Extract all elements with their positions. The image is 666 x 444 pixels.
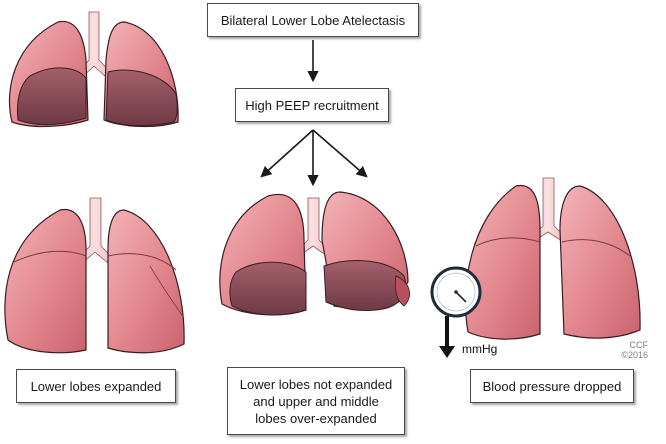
- right-fissure: [107, 253, 177, 271]
- left-fissure: [475, 237, 541, 247]
- down-arrow-icon: [439, 346, 455, 358]
- left-lung: [464, 185, 541, 340]
- arrow-to-left: [260, 129, 314, 178]
- left-fissure: [13, 250, 87, 263]
- right-lung-lower-collapsed: [105, 69, 178, 127]
- outcome-center-line-2: and upper and middle: [253, 393, 379, 409]
- outcome-right-label: Blood pressure dropped: [482, 378, 622, 394]
- outcome-center-box: Lower lobes not expanded and upper and m…: [227, 367, 405, 435]
- credit-mark: CCF ©2016: [608, 340, 648, 360]
- credit-line-1: CCF: [629, 340, 649, 350]
- lungs-overexpanded-center: [219, 191, 410, 316]
- right-lung: [559, 185, 641, 339]
- flow-arrows: [260, 40, 368, 187]
- middle-box: High PEEP recruitment: [235, 88, 389, 122]
- right-fissure-2: [149, 265, 185, 319]
- right-lung-lobe-tip: [394, 275, 410, 307]
- middle-box-label: High PEEP recruitment: [245, 97, 379, 113]
- outcome-right-box: Blood pressure dropped: [470, 369, 634, 403]
- right-lung: [107, 209, 185, 354]
- lungs-expanded-left: [4, 197, 185, 354]
- gauge-unit-label: mmHg: [462, 342, 498, 356]
- right-fissure: [561, 239, 631, 257]
- left-lung-lower-collapsed: [17, 67, 87, 125]
- left-lung: [4, 208, 87, 354]
- top-box: Bilateral Lower Lobe Atelectasis: [207, 3, 419, 37]
- arrow-to-right: [312, 129, 368, 178]
- left-lung-lower-collapsed: [229, 261, 307, 316]
- lungs-atelectasis-top: [8, 11, 179, 128]
- outcome-center-line-3: lobes over-expanded: [255, 410, 377, 426]
- lungs-hyperinflated-right: [464, 177, 641, 340]
- pressure-gauge-icon: [430, 266, 482, 358]
- outcome-left-box: Lower lobes expanded: [16, 369, 176, 403]
- outcome-center-line-1: Lower lobes not expanded: [239, 376, 393, 392]
- right-lung-lower-collapsed: [323, 260, 406, 311]
- credit-line-2: ©2016: [621, 350, 648, 360]
- outcome-left-label: Lower lobes expanded: [30, 378, 162, 394]
- top-box-label: Bilateral Lower Lobe Atelectasis: [220, 12, 406, 28]
